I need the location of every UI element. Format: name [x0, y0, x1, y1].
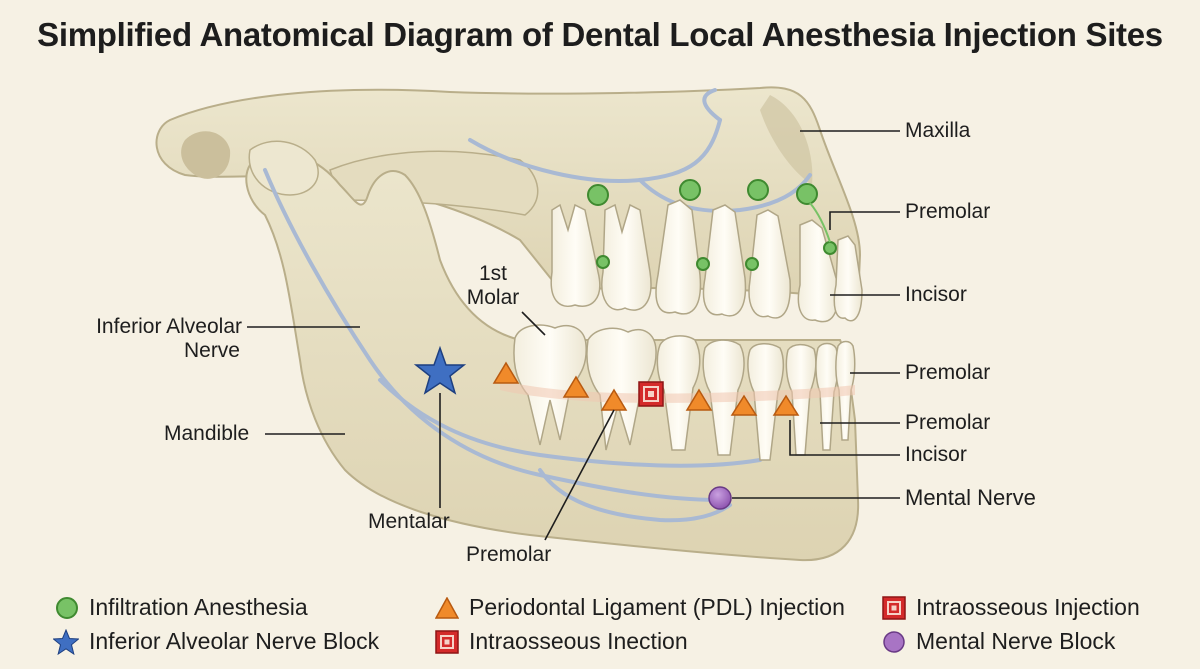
legend-mental-block-text: Mental Nerve Block: [916, 628, 1116, 654]
infiltration-site-3: [747, 179, 769, 201]
legend-intraosseous-2-text: Intraosseous Injection: [916, 594, 1140, 620]
label-first-molar: 1st Molar: [462, 262, 524, 309]
infiltration-site-8: [823, 241, 837, 255]
legend-mental-block: Mental Nerve Block: [882, 628, 1115, 655]
nerve-paths: [263, 88, 812, 523]
legend-nerve-block-text: Inferior Alveolar Nerve Block: [89, 628, 380, 654]
pdl-site-1: [492, 361, 520, 384]
label-maxilla: Maxilla: [905, 119, 971, 142]
infiltration-site-4: [796, 183, 818, 205]
label-premolar-lower-1: Premolar: [905, 361, 991, 384]
label-mandible: Mandible: [164, 422, 250, 445]
label-inferior-alveolar-line2: Nerve: [183, 338, 240, 362]
infiltration-site-1: [587, 184, 609, 206]
label-premolar-upper: Premolar: [905, 200, 991, 223]
label-inferior-alveolar-line1: Inferior Alveolar: [96, 315, 242, 338]
label-inferior-alveolar-nerve: Inferior Alveolar Nerve: [60, 315, 242, 362]
nerve-block-star: [413, 345, 467, 395]
label-mental-nerve: Mental Nerve: [905, 485, 1036, 510]
leader-lines: [247, 130, 900, 541]
infiltration-site-5: [596, 255, 610, 269]
blue-star-icon: [53, 628, 79, 655]
pdl-site-6: [772, 394, 800, 416]
legend-intraosseous-1: Intraosseous Inection: [435, 628, 688, 655]
legend-intraosseous-1-text: Intraosseous Inection: [469, 628, 688, 654]
legend-nerve-block: Inferior Alveolar Nerve Block: [53, 628, 379, 655]
orange-triangle-icon: [435, 596, 459, 619]
label-premolar-lower-2: Premolar: [905, 411, 991, 434]
legend-pdl: Periodontal Ligament (PDL) Injection: [435, 594, 845, 621]
mental-nerve-block-marker: [708, 486, 732, 510]
infiltration-markers: [587, 179, 837, 271]
orbit-shadow: [760, 95, 813, 185]
label-first-molar-line2: Molar: [466, 285, 520, 309]
pdl-markers: [492, 361, 800, 416]
label-premolar-bottom: Premolar: [466, 543, 552, 566]
green-circle-icon: [56, 596, 78, 619]
label-first-molar-line1: 1st: [478, 262, 507, 285]
red-square-icon: [882, 595, 906, 620]
label-mentalar: Mentalar: [368, 510, 450, 533]
legend-infiltration-text: Infiltration Anesthesia: [89, 594, 308, 620]
purple-circle-icon: [883, 630, 905, 653]
infiltration-site-2: [679, 179, 701, 201]
pdl-site-2: [562, 375, 590, 398]
diagram-title: Simplified Anatomical Diagram of Dental …: [37, 16, 1163, 53]
condyle: [248, 140, 319, 196]
infiltration-site-7: [745, 257, 759, 271]
legend-intraosseous-2: Intraosseous Injection: [882, 594, 1140, 621]
ear-shadow: [181, 131, 231, 179]
intraosseous-marker: [638, 381, 664, 407]
infiltration-site-6: [696, 257, 710, 271]
red-square-icon: [435, 629, 459, 654]
label-incisor-upper: Incisor: [905, 283, 967, 306]
pdl-site-4: [685, 388, 713, 411]
label-incisor-lower: Incisor: [905, 443, 967, 466]
lower-teeth: [513, 324, 856, 461]
legend-pdl-text: Periodontal Ligament (PDL) Injection: [469, 594, 845, 620]
legend-infiltration: Infiltration Anesthesia: [55, 594, 308, 621]
pdl-site-5: [730, 394, 758, 416]
upper-teeth: [550, 199, 863, 323]
